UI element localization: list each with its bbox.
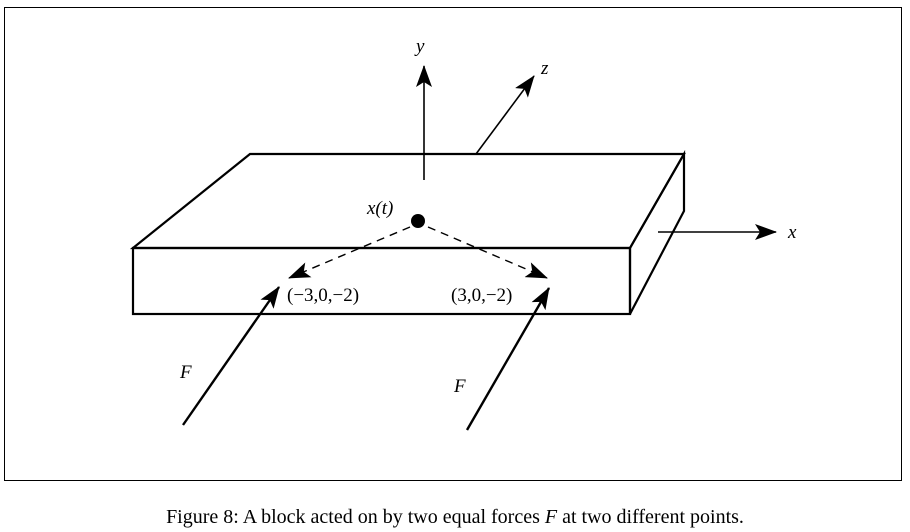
left-point-label: (−3,0,−2) [287,285,359,306]
left-position-vector [288,226,411,279]
block [129,149,686,316]
center-of-mass-dot [411,214,425,228]
position-label: x(t) [366,198,393,219]
block-front-face [131,246,632,316]
axes [416,65,777,240]
right-point-label: (3,0,−2) [451,285,512,306]
z-axis-label: z [540,58,549,79]
z-axis-arrow [475,75,535,155]
left-force-label: F [179,362,192,383]
figure-frame [4,7,902,481]
right-force-label: F [453,376,466,397]
force-arrows [182,286,551,431]
block-side-face [628,149,686,315]
x-axis-label: x [787,222,797,243]
block-top-face [129,152,686,250]
caption-force-symbol: F [544,506,558,528]
caption-prefix: Figure 8: A block acted on by two equal … [166,506,545,528]
right-position-vector [427,226,548,279]
position-vectors [288,226,548,279]
y-axis-label: y [414,36,425,57]
left-force-arrow [182,286,280,426]
figure-caption: Figure 8: A block acted on by two equal … [0,505,910,529]
caption-suffix: at two different points. [557,506,744,528]
right-force-arrow [465,287,551,431]
